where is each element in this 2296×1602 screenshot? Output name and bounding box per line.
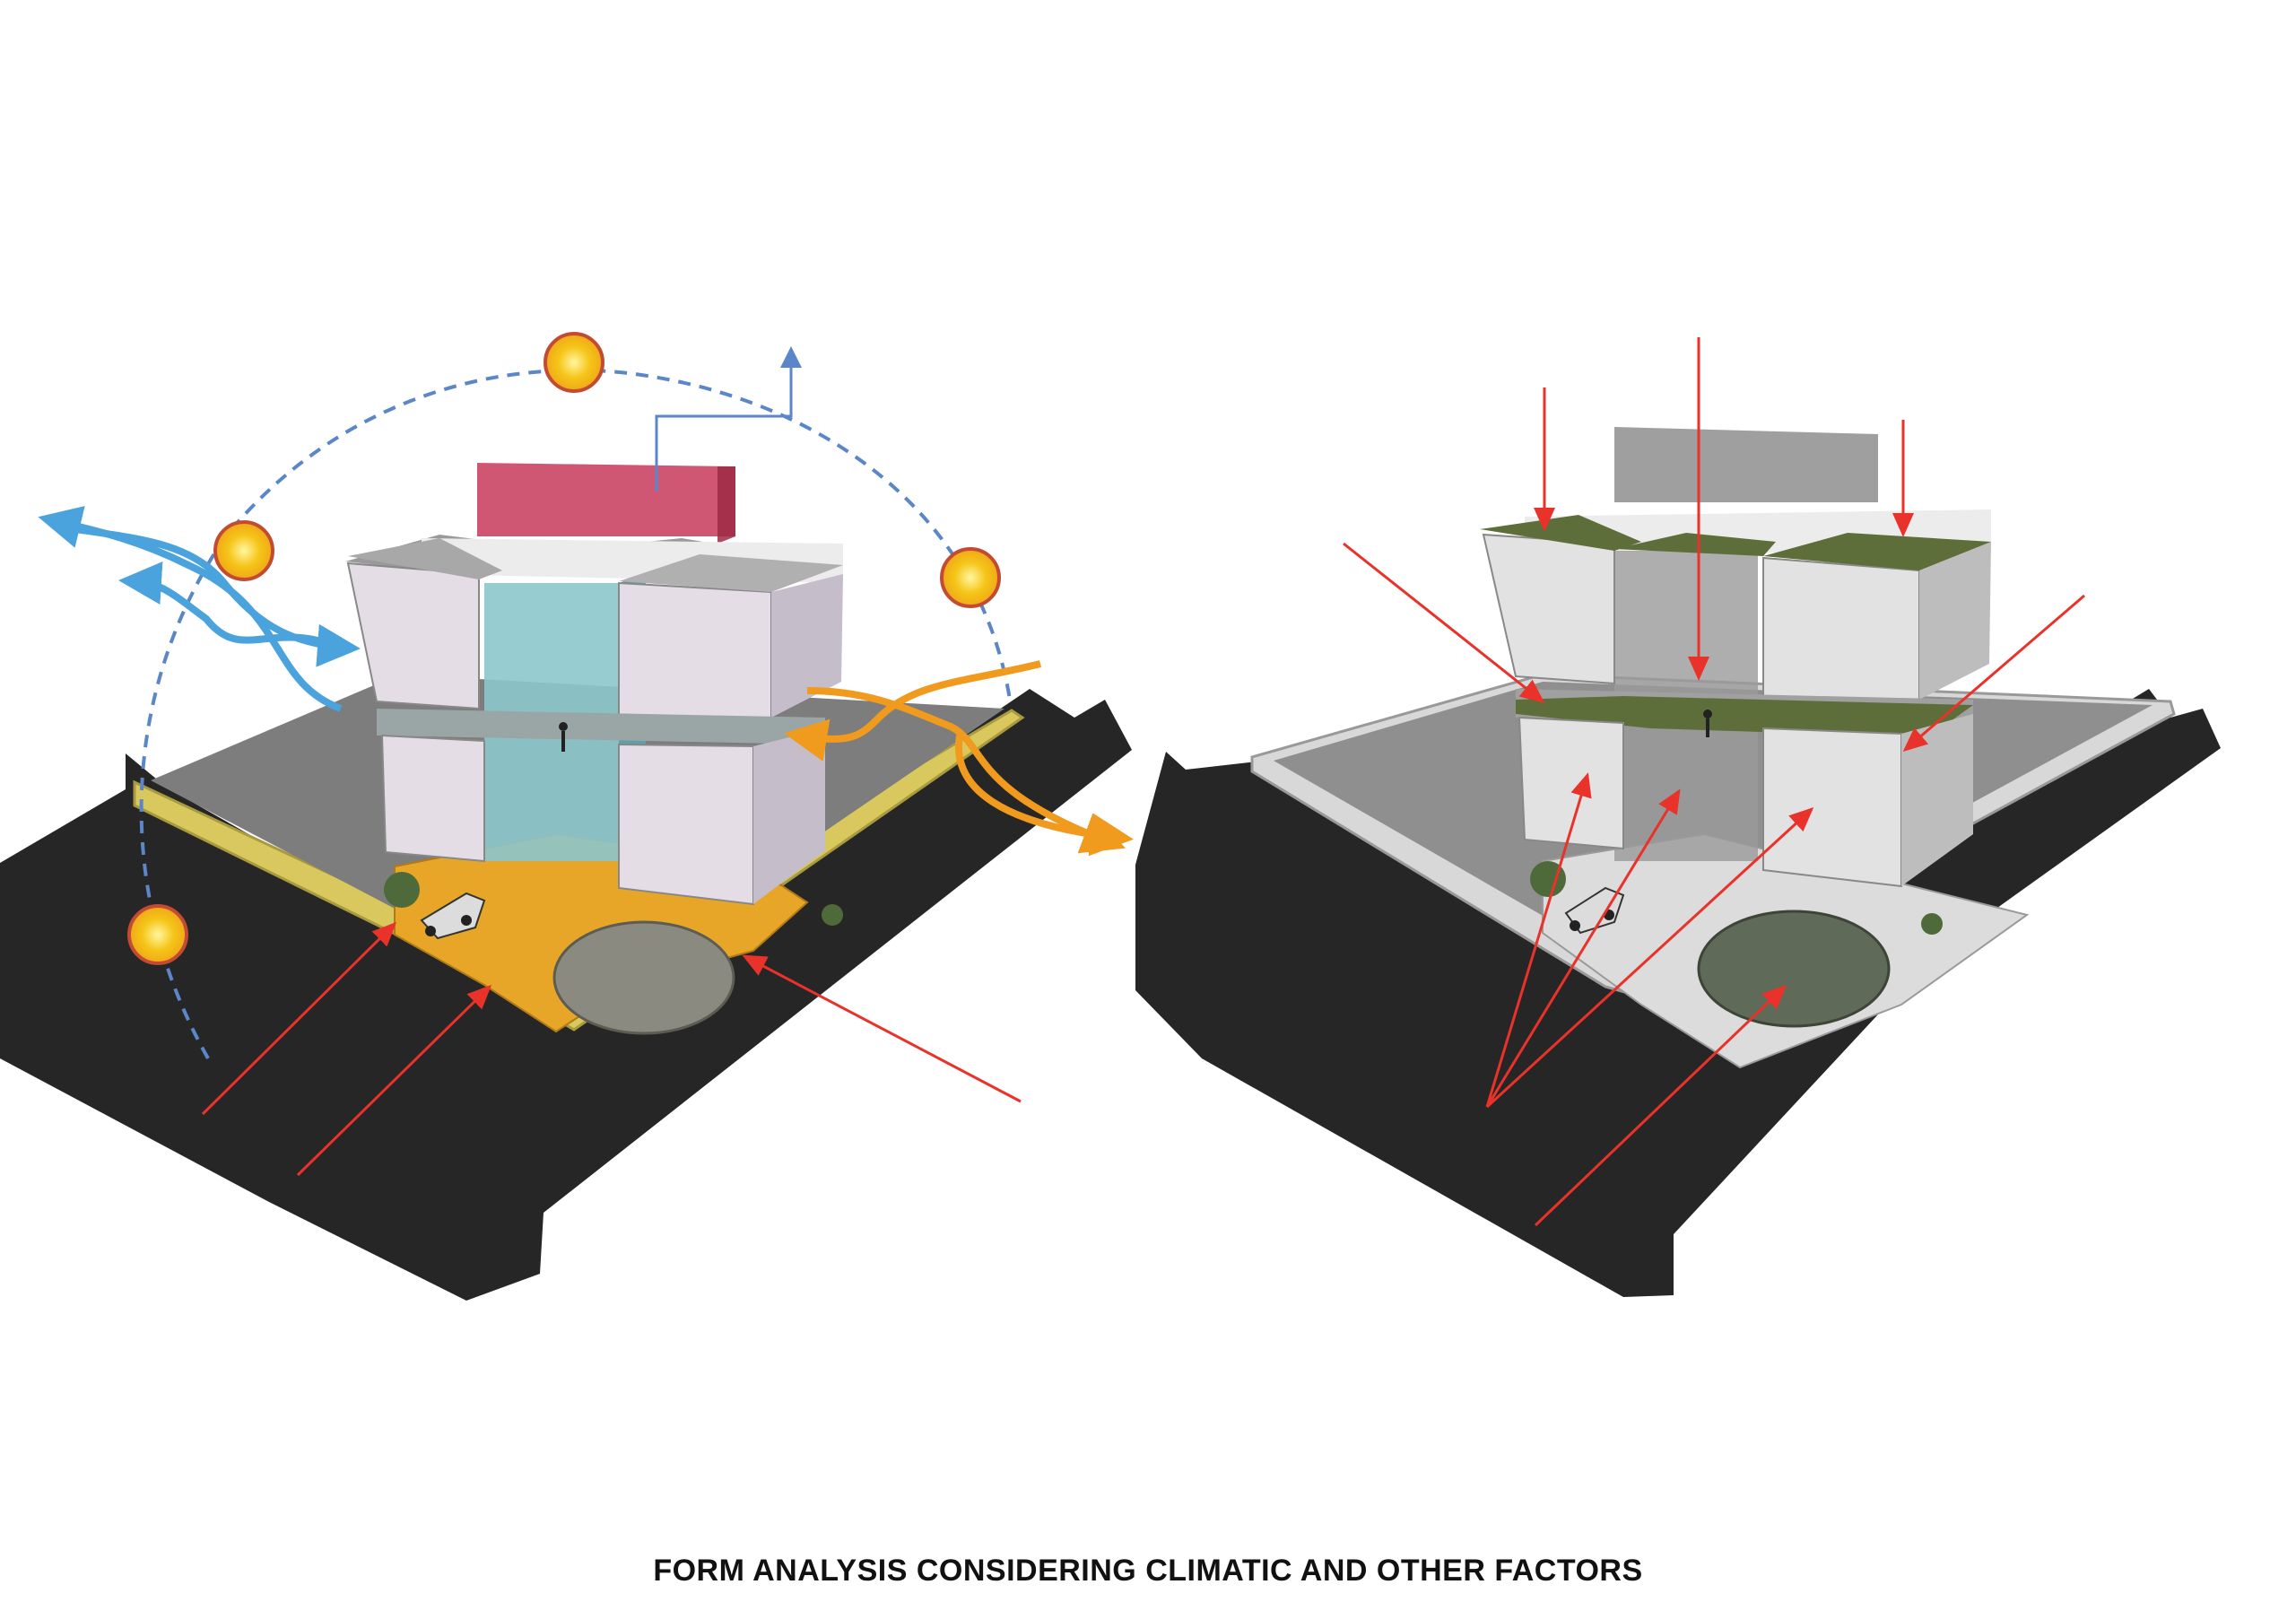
lower-block-right-front — [618, 743, 754, 906]
green-roof-arrow — [1902, 594, 2085, 752]
flow-arrow — [784, 660, 1041, 762]
access-arrow — [201, 921, 397, 1116]
rooftop-block-front — [477, 463, 735, 536]
view-arrow — [1485, 788, 1681, 1108]
upper-block-left-top — [348, 538, 502, 579]
car-icon — [420, 892, 486, 940]
green-roof — [1480, 515, 1641, 551]
view-arrow — [1485, 806, 1814, 1109]
sun-icon — [127, 904, 188, 965]
upper-block-right-side — [771, 574, 843, 718]
lower-block-right-front — [1762, 727, 1902, 888]
wind-arrow — [118, 562, 343, 651]
tree-icon — [1530, 861, 1566, 897]
road — [0, 689, 1132, 1301]
rooftop-block-front — [1614, 427, 1878, 502]
person-icon — [1703, 710, 1712, 737]
lawn — [1697, 910, 1891, 1028]
access-arrow — [742, 954, 1022, 1103]
upper-block-right-front — [1762, 556, 1920, 701]
tree-icon — [822, 904, 843, 926]
wind-arrow — [53, 522, 361, 667]
lower-block-right-side — [1901, 714, 1973, 886]
tree-icon — [384, 872, 420, 908]
view-arrow — [1485, 772, 1592, 1108]
upper-block-right-side — [1919, 542, 1991, 700]
green-roof — [1763, 533, 1991, 570]
sun-icon — [213, 520, 274, 581]
car-icon — [1564, 886, 1625, 935]
view-arrow — [1534, 984, 1787, 1227]
person-icon — [559, 722, 568, 752]
lawn — [552, 920, 735, 1035]
upper-block-right-front — [618, 581, 772, 718]
lower-block-left-front — [380, 734, 485, 863]
left-diagram — [0, 332, 1134, 1301]
rooftop-block-side — [718, 466, 735, 544]
sun-icon — [544, 332, 604, 393]
access-arrow — [296, 984, 492, 1177]
sun-icon — [940, 547, 1001, 608]
ventilation-arrow — [655, 346, 802, 492]
flow-arrow — [954, 735, 1134, 857]
green-roof — [1614, 533, 1776, 556]
upper-block-right-top — [619, 554, 843, 592]
upper-block-left-front — [1482, 533, 1615, 685]
right-diagram — [1135, 337, 2221, 1297]
tree-icon — [1921, 913, 1943, 935]
diagram-caption: FORM ANALYSIS CONSIDERING CLIMATIC AND O… — [653, 1554, 1643, 1588]
lower-block-right-side — [753, 728, 825, 904]
mid-slab — [377, 709, 825, 744]
green-roof-arrow — [1343, 542, 1545, 703]
flow-arrow — [806, 687, 1126, 854]
upper-block-left-front — [346, 562, 480, 710]
sun-path — [139, 368, 1012, 1059]
green-terrace — [1516, 696, 1973, 737]
